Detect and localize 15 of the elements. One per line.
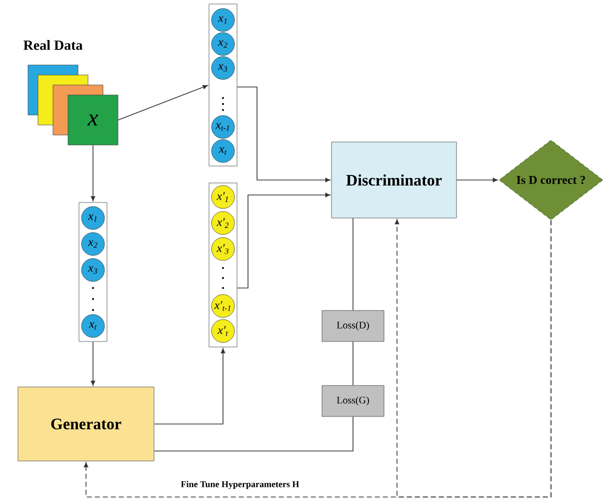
- arrow: [236, 192, 330, 288]
- data-square: x: [68, 94, 118, 146]
- arrow: [118, 84, 208, 120]
- arrow: [236, 86, 330, 182]
- arrow: [456, 178, 498, 182]
- arrow: [154, 348, 226, 424]
- loss-box: Loss(D): [322, 310, 384, 342]
- arrow: [90, 341, 96, 386]
- edge-label: Fine Tune Hyperparameters H: [180, 480, 300, 490]
- loss-box: Loss(G): [322, 385, 384, 417]
- process-box: Discriminator: [331, 142, 457, 218]
- arrow: [394, 219, 552, 498]
- heading: Real Data: [24, 40, 83, 50]
- arrow: [90, 144, 96, 202]
- process-box: Generator: [18, 386, 154, 462]
